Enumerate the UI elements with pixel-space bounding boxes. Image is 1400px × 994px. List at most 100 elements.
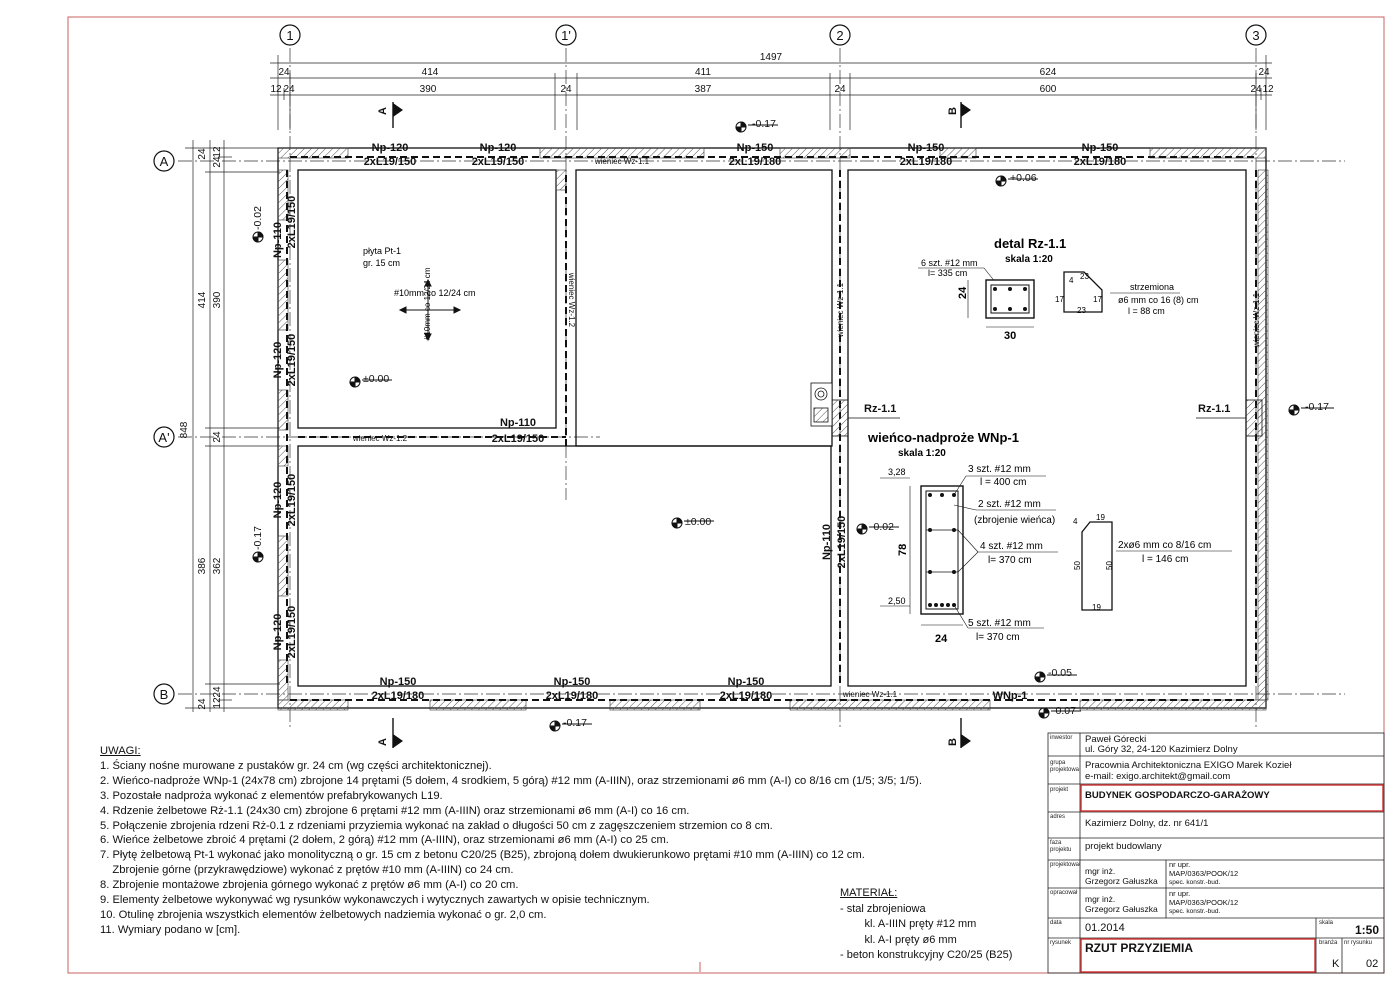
dim-overall: 1497 [760,52,783,63]
svg-text:50: 50 [1105,561,1114,570]
dim-top: 624 [1040,67,1057,78]
lintel-label: Np-120 [480,142,517,154]
lintel-label: 2xL19/180 [720,690,773,702]
note-item: 4. Rdzenie żelbetowe Rż-1.1 (24x30 cm) z… [100,804,690,817]
dim-left: 24 [212,686,223,698]
tb-investor: ul. Góry 32, 24-120 Kazimierz Dolny [1085,744,1238,755]
chimney [810,382,833,427]
dim-top: 600 [1040,84,1057,95]
lintel-label: Np-110 [821,524,833,560]
material-item: - stal zbrojeniowa [840,902,926,915]
slab-annotation: płyta Pt-1 gr. 15 cm #10mm co 12/24 cm #… [363,246,476,342]
ring-beam-label: wieniec Wz-1.2 [352,434,408,443]
svg-text:4 szt. #12 mm: 4 szt. #12 mm [980,541,1043,552]
tb-group: Pracownia Architektoniczna EXIGO Marek K… [1085,760,1292,771]
tb-label: branża [1319,940,1338,946]
note-item: Zbrojenie górne (przykrawędziowe) wykona… [100,864,514,877]
rz-cores [831,399,1263,437]
tb-date: 01.2014 [1085,922,1125,934]
dim-top: 24 [1258,67,1270,78]
svg-text:l= 370 cm: l= 370 cm [976,632,1020,643]
lintel-label: Np-150 [728,676,765,688]
tb-perm: nr upr. [1169,889,1191,898]
material-item: - beton konstrukcyjny C20/25 (B25) [840,949,1013,961]
dim-left: 24 [197,148,208,160]
dim-left: 12 [212,146,223,158]
tb-label: skala [1319,920,1334,926]
level-label: +0.06 [1010,172,1037,184]
svg-text:24: 24 [935,633,948,645]
note-item: 5. Połączenie zbrojenia rdzeni Rż-0.1 z … [100,819,773,832]
svg-text:6 szt. #12 mm: 6 szt. #12 mm [921,258,978,268]
tb-label: projektował [1050,862,1081,868]
level-label: ±0.00 [363,373,389,385]
svg-text:17: 17 [1055,295,1064,304]
dim-left: 848 [179,421,190,438]
material-item: kl. A-IIIN pręty #12 mm [840,918,977,930]
svg-text:78: 78 [897,544,909,556]
lintel-label: Np-120 [272,482,284,519]
dim-top: 24 [278,67,290,78]
dim-top: 387 [695,84,712,95]
axis-label: 2 [836,28,843,43]
detail-scale: skala 1:20 [898,448,946,459]
lintel-label: 2xL19/150 [364,156,417,168]
note-item: 6. Wieńce żelbetowe zbroić 4 prętami (2 … [100,834,669,847]
svg-text:30: 30 [1004,330,1016,342]
level-label: -0.17 [1305,401,1329,413]
tb-label: opracował [1050,890,1078,896]
section-label: A [377,107,389,115]
dim-left: 12 [212,697,223,709]
svg-text:l = 400 cm: l = 400 cm [980,477,1026,488]
svg-text:17: 17 [1093,295,1102,304]
lintel-label: 2xL19/180 [372,690,425,702]
level-label: -0.07 [1052,705,1076,717]
lintel-label: 2xL19/150 [492,433,545,445]
lintel-label: 2xL19/180 [900,156,953,168]
note-item: 1. Ściany nośne murowane z pustaków gr. … [100,759,492,772]
dim-left: 24 [212,156,223,168]
lintel-label: 2xL19/150 [286,334,298,387]
lintel-label: Np-150 [1082,142,1119,154]
level-label: -0.17 [252,526,264,550]
level-label: -0.17 [563,717,587,729]
tb-label: projekt [1050,787,1069,793]
svg-text:ø6 mm co 16 (8) cm: ø6 mm co 16 (8) cm [1118,295,1199,305]
dim-top: 411 [695,67,711,78]
sheet-frame [67,16,1385,974]
core-label: Rz-1.1 [864,403,896,415]
svg-text:3,28: 3,28 [888,467,906,477]
lintel-label: 2xL19/150 [286,196,298,249]
axis-label: 1 [286,28,293,43]
svg-text:2,50: 2,50 [888,596,906,606]
tb-perm: nr upr. [1169,860,1191,869]
tb-label: inwestor [1050,735,1073,741]
svg-text:5 szt. #12 mm: 5 szt. #12 mm [968,618,1031,629]
level-label: ±0.00 [685,516,711,528]
slab-label: gr. 15 cm [363,258,400,268]
svg-text:(zbrojenie wieńca): (zbrojenie wieńca) [974,515,1055,526]
wall-hatch [277,147,1269,711]
lintel-label: 2xL19/180 [729,156,782,168]
level-markers [252,121,1334,732]
tb-label: rysunek [1050,940,1072,946]
tb-drafter: mgr inż. [1085,894,1116,904]
svg-text:l = 146 cm: l = 146 cm [1142,554,1188,565]
tb-perm: spec. konstr.-bud. [1169,908,1221,915]
material-block: MATERIAŁ: - stal zbrojeniowa kl. A-IIIN … [840,886,1012,964]
lintel-label: Np-110 [500,417,536,429]
dim-top: 12 [270,84,282,95]
tb-designer: mgr inż. [1085,866,1116,876]
axis-bubbles [153,24,1267,705]
ring-beam-label: wieniec Wz-1.1 [836,282,845,338]
svg-text:50: 50 [1073,561,1082,570]
note-item: 10. Otulinę zbrojenia wszystkich element… [100,908,547,921]
svg-text:4: 4 [1073,517,1078,526]
axis-label: 1' [561,28,571,43]
left-dimension-lines [185,140,280,712]
detail-wnp: wieńco-nadproże WNp-1 skala 1:20 3,28 2,… [867,430,1232,645]
material-item: kl. A-I pręty ø6 mm [840,933,957,946]
top-dimension-lines [270,55,1272,130]
